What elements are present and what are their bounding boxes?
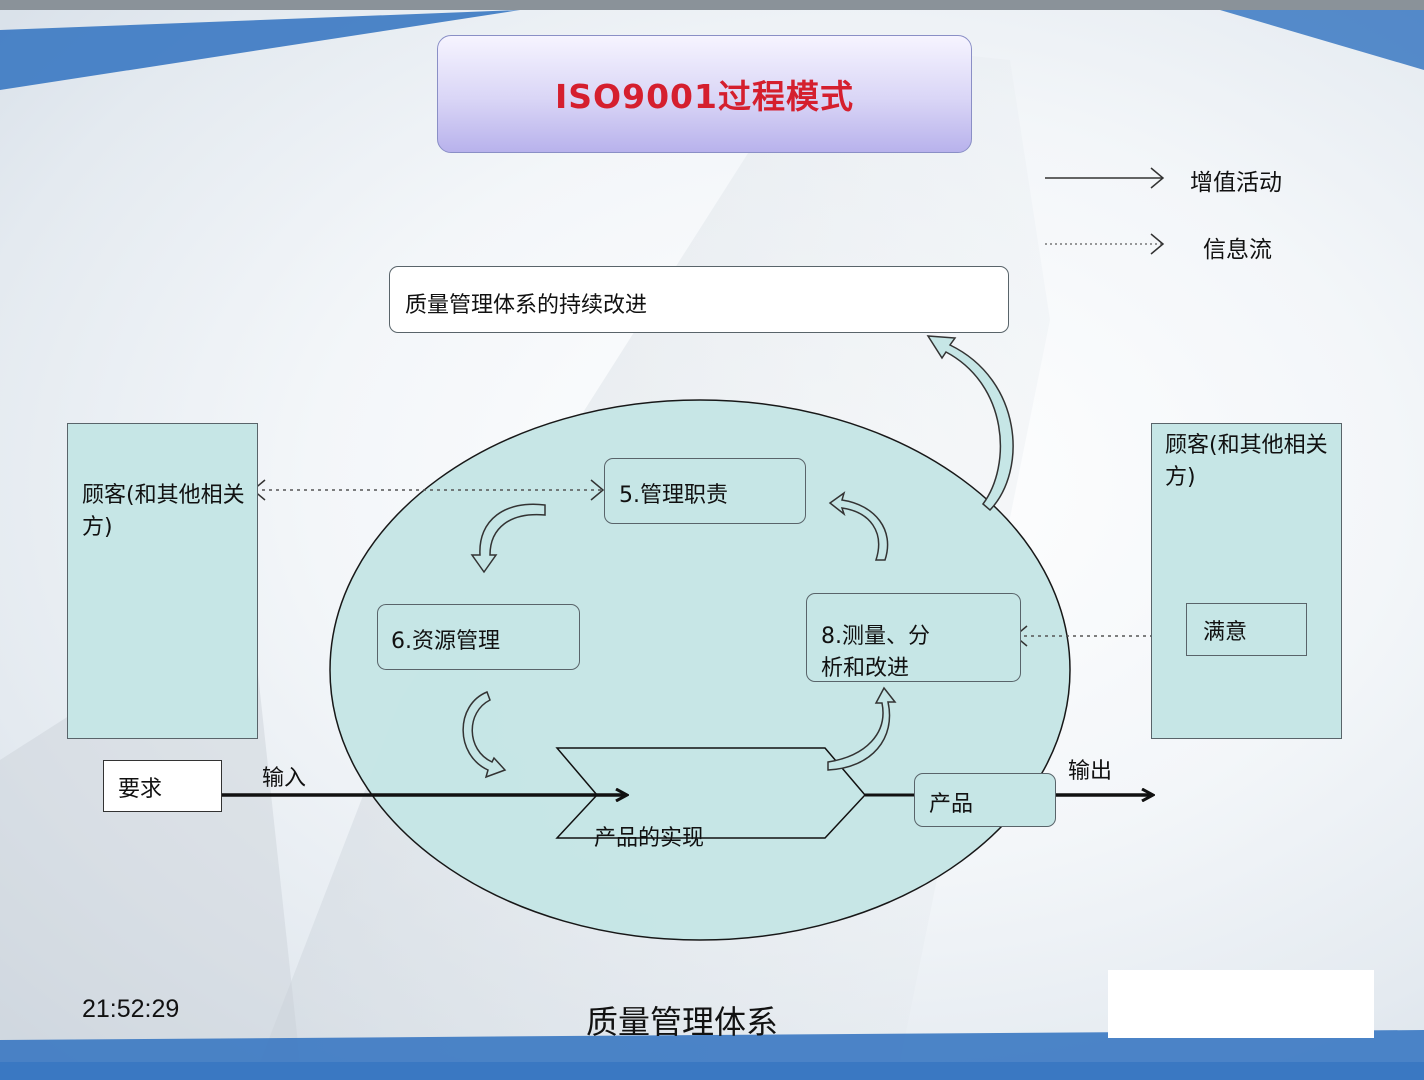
customer-left-label: 顾客(和其他相关方): [82, 483, 245, 540]
requirement-label: 要求: [118, 777, 163, 802]
white-patch: [1108, 970, 1374, 1038]
curved-arrow-to-improvement: [926, 335, 1014, 512]
satisfaction-label: 满意: [1203, 620, 1248, 645]
requirement-box: 要求: [103, 760, 222, 812]
process-measurement-label: 8.测量、分析和改进: [821, 624, 930, 681]
title-box: ISO9001过程模式: [437, 35, 972, 153]
process-measurement-analysis: 8.测量、分析和改进: [806, 593, 1021, 682]
curved-arrow-measure-to-mgmt: [828, 491, 889, 561]
output-label: 输出: [1068, 759, 1113, 784]
process-management-responsibility: 5.管理职责: [604, 458, 806, 524]
process-resource-label: 6.资源管理: [391, 629, 500, 654]
timestamp: 21:52:29: [82, 995, 180, 1023]
customer-right-box: 顾客(和其他相关方): [1151, 423, 1342, 739]
satisfaction-box: 满意: [1186, 603, 1307, 656]
bottom-bar: [0, 1062, 1424, 1080]
curved-arrow-resource-to-realization: [462, 691, 507, 779]
legend-value-added-label: 增值活动: [1190, 170, 1282, 196]
slide-caption: 质量管理体系: [586, 1003, 779, 1041]
input-label: 输入: [262, 766, 307, 791]
top-bar: [0, 0, 1424, 10]
customer-left-box: 顾客(和其他相关方): [67, 423, 258, 739]
continual-improvement-box: 质量管理体系的持续改进: [389, 266, 1009, 333]
diagram-title: ISO9001过程模式: [555, 77, 854, 116]
product-label: 产品: [929, 792, 974, 817]
process-management-label: 5.管理职责: [619, 483, 728, 508]
customer-right-label: 顾客(和其他相关方): [1165, 433, 1328, 490]
curved-arrow-realization-to-measure: [827, 686, 897, 771]
process-resource-management: 6.资源管理: [377, 604, 580, 670]
product-box: 产品: [914, 773, 1056, 827]
legend-info-flow-label: 信息流: [1203, 237, 1272, 263]
product-realization-label: 产品的实现: [594, 826, 705, 851]
curved-arrow-mgmt-to-resource: [470, 503, 546, 574]
continual-improvement-label: 质量管理体系的持续改进: [405, 293, 648, 318]
